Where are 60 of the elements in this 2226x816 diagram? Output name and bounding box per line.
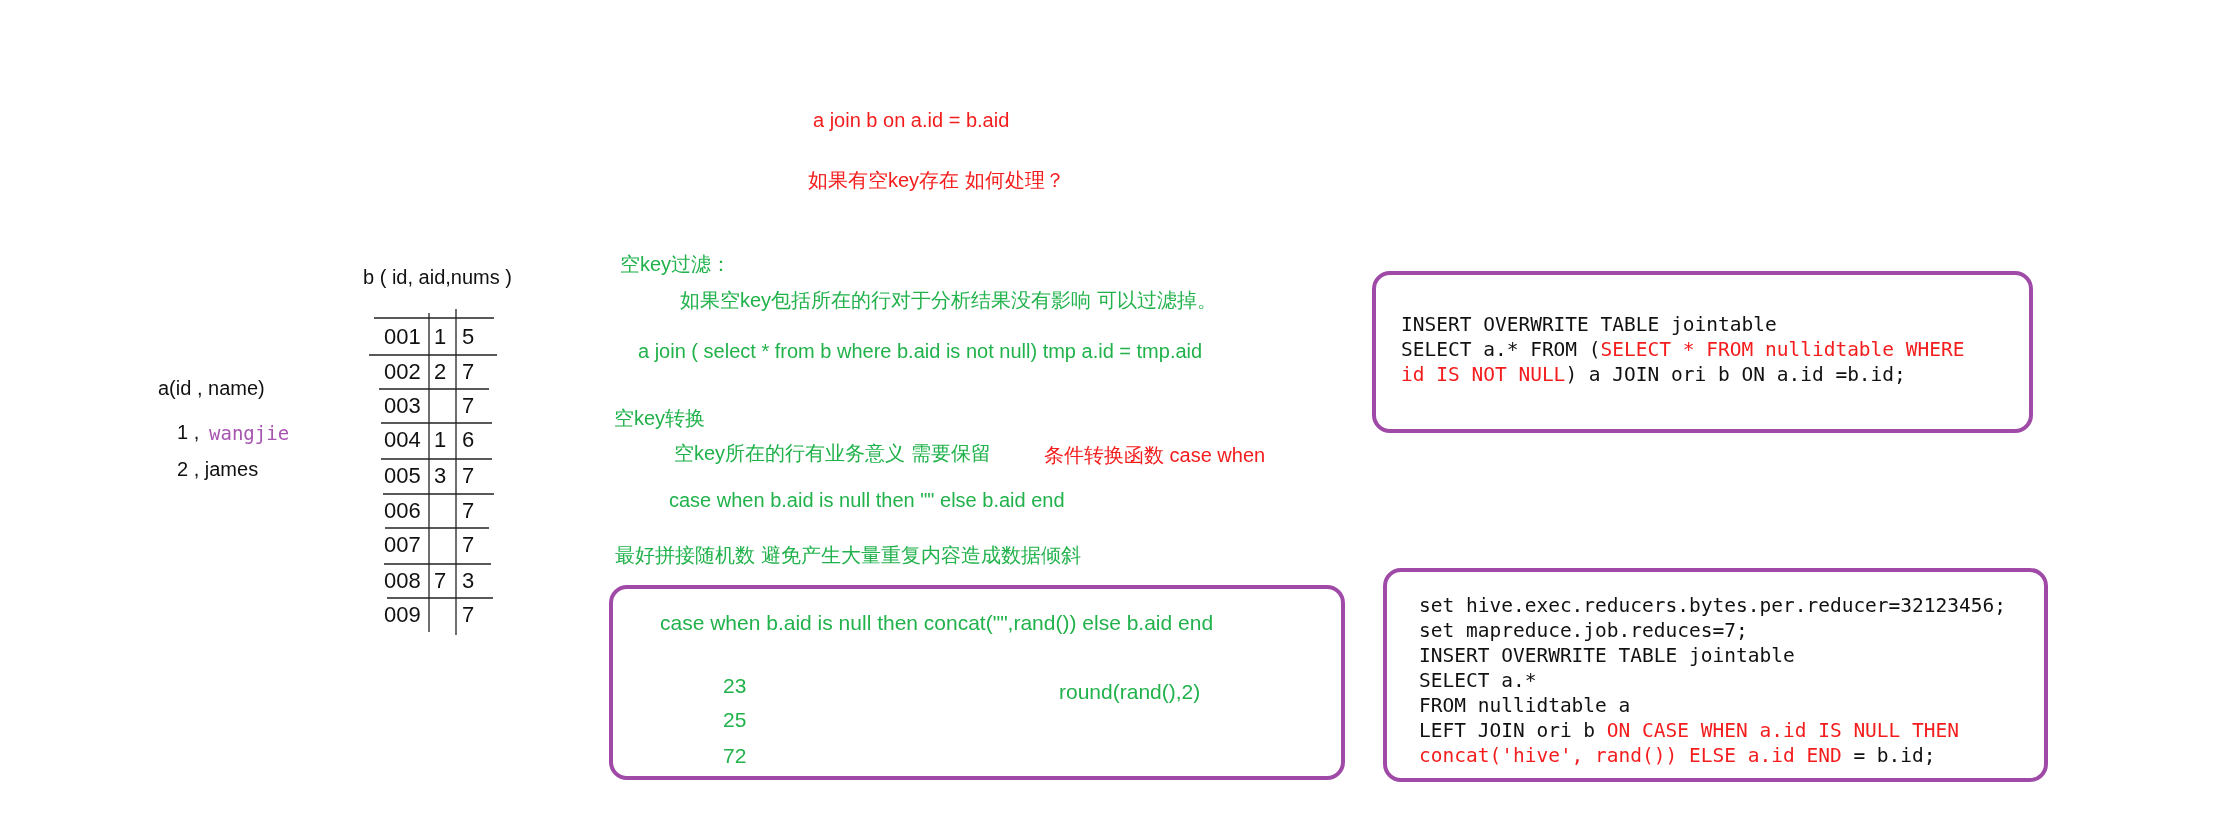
highlighted-code: concat('hive', rand()) ELSE a.id END <box>1419 744 1842 767</box>
table-value: 001 <box>384 324 421 350</box>
table-value: 7 <box>462 463 475 489</box>
sample-value: 23 <box>723 673 747 699</box>
table-value: 7 <box>462 532 475 558</box>
code-text: INSERT OVERWRITE TABLE jointable <box>1401 313 1777 336</box>
code-text: INSERT OVERWRITE TABLE jointable <box>1419 644 1795 667</box>
join-condition-text: a join b on a.id = b.aid <box>813 108 1010 133</box>
table-value: 7 <box>462 359 475 385</box>
code-text: ) a JOIN ori b ON a.id =b.id; <box>1565 363 1906 386</box>
highlighted-code: SELECT * FROM nullidtable WHERE <box>1600 338 1965 361</box>
section-heading: 空key过滤： <box>620 252 732 277</box>
table-value: 6 <box>462 427 475 453</box>
query-text: a join ( select * from b where b.aid is not null) tmp a.id = tmp.aid <box>638 339 1203 364</box>
table-value: 006 <box>384 498 421 524</box>
formula-text: round(rand(),2) <box>1059 679 1201 705</box>
table-value: 1 <box>434 324 447 350</box>
highlighted-code: id IS NOT NULL <box>1401 363 1566 386</box>
row-text: 1 , <box>177 420 200 445</box>
code-text: = b.id; <box>1853 744 1936 767</box>
table-schema-label: a(id , name) <box>158 376 265 401</box>
section-heading: 空key转换 <box>614 406 706 431</box>
table-value: 7 <box>462 602 475 628</box>
code-box <box>1372 271 2033 433</box>
table-value: 3 <box>462 568 475 594</box>
sample-value: 72 <box>723 743 747 769</box>
table-value: 005 <box>384 463 421 489</box>
code-text: FROM nullidtable a <box>1419 694 1631 717</box>
question-text: 如果有空key存在 如何处理？ <box>808 168 1065 193</box>
name-value: wangjie <box>209 421 290 446</box>
query-text: case when b.aid is null then "" else b.aid end <box>669 488 1065 513</box>
table-value: 009 <box>384 602 421 628</box>
table-value: 7 <box>462 498 475 524</box>
table-value: 5 <box>462 324 475 350</box>
code-text: SELECT a.* <box>1419 669 1537 692</box>
note-text: 条件转换函数 case when <box>1044 443 1266 468</box>
code-box <box>1383 568 2048 782</box>
code-text: SELECT a.* FROM ( <box>1401 338 1601 361</box>
table-value: 7 <box>462 393 475 419</box>
table-value: 2 <box>434 359 447 385</box>
table-value: 007 <box>384 532 421 558</box>
table-value: 3 <box>434 463 447 489</box>
table-value: 004 <box>384 427 421 453</box>
highlighted-code: ON CASE WHEN a.id IS NULL THEN <box>1606 719 1960 742</box>
code-text: set mapreduce.job.reduces=7; <box>1419 619 1748 642</box>
code-text: set hive.exec.reducers.bytes.per.reducer=32123456; <box>1419 594 2006 617</box>
code-text: LEFT JOIN ori b <box>1419 719 1596 742</box>
table-value: 7 <box>434 568 447 594</box>
table-value: 002 <box>384 359 421 385</box>
note-text: 空key所在的行有业务意义 需要保留 <box>674 441 991 466</box>
table-value: 003 <box>384 393 421 419</box>
table-schema-label: b ( id, aid,nums ) <box>363 265 512 290</box>
case-expression: case when b.aid is null then concat("",rand()) else b.aid end <box>660 610 1214 636</box>
row-text: 2 , james <box>177 457 259 482</box>
sample-value: 25 <box>723 707 747 733</box>
note-text: 最好拼接随机数 避免产生大量重复内容造成数据倾斜 <box>615 543 1081 568</box>
note-box <box>609 585 1345 780</box>
table-value: 1 <box>434 427 447 453</box>
table-value: 008 <box>384 568 421 594</box>
note-text: 如果空key包括所在的行对于分析结果没有影响 可以过滤掉。 <box>680 288 1217 313</box>
